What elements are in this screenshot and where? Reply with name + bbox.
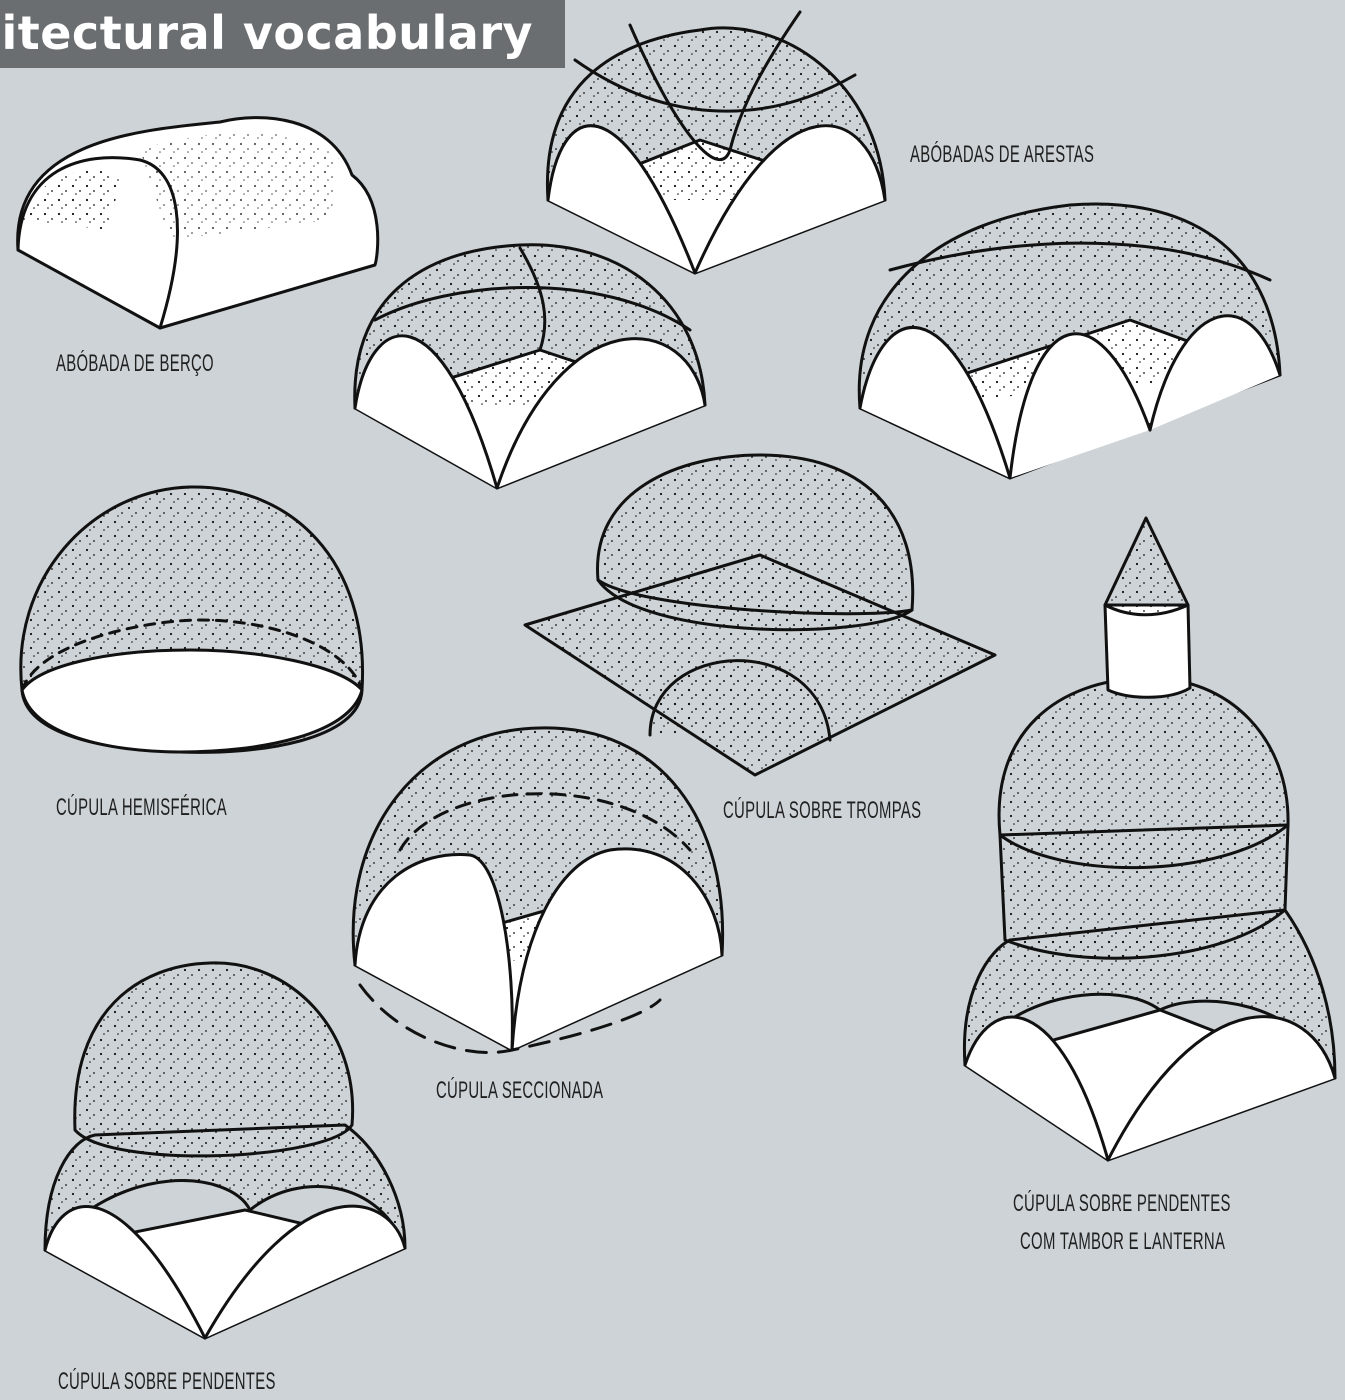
label-barrel-vault: ABÓBADA DE BERÇO xyxy=(56,350,214,378)
barrel-vault-drawing xyxy=(18,118,378,328)
label-dome-on-squinches: CÚPULA SOBRE TROMPAS xyxy=(723,797,921,825)
label-dome-drum-lantern-line1: CÚPULA SOBRE PENDENTES xyxy=(1013,1188,1231,1220)
double-groin-vault-drawing xyxy=(859,204,1280,478)
dome-on-squinches-drawing xyxy=(525,455,995,775)
label-dome-drum-lantern-line2: COM TAMBOR E LANTERNA xyxy=(1020,1226,1225,1258)
sectioned-dome-drawing xyxy=(353,728,722,1053)
hemispherical-dome-drawing xyxy=(21,487,363,752)
label-dome-on-pendentives: CÚPULA SOBRE PENDENTES xyxy=(58,1368,276,1396)
label-sectioned-dome: CÚPULA SECCIONADA xyxy=(436,1077,603,1105)
label-hemispherical-dome: CÚPULA HEMISFÉRICA xyxy=(56,794,227,822)
groin-vault-drawing xyxy=(547,12,885,273)
label-groin-vaults: ABÓBADAS DE ARESTAS xyxy=(910,141,1094,169)
rib-vault-drawing xyxy=(355,245,705,488)
dome-on-pendentives-drawing xyxy=(45,963,405,1338)
dome-drum-lantern-drawing xyxy=(964,518,1335,1160)
